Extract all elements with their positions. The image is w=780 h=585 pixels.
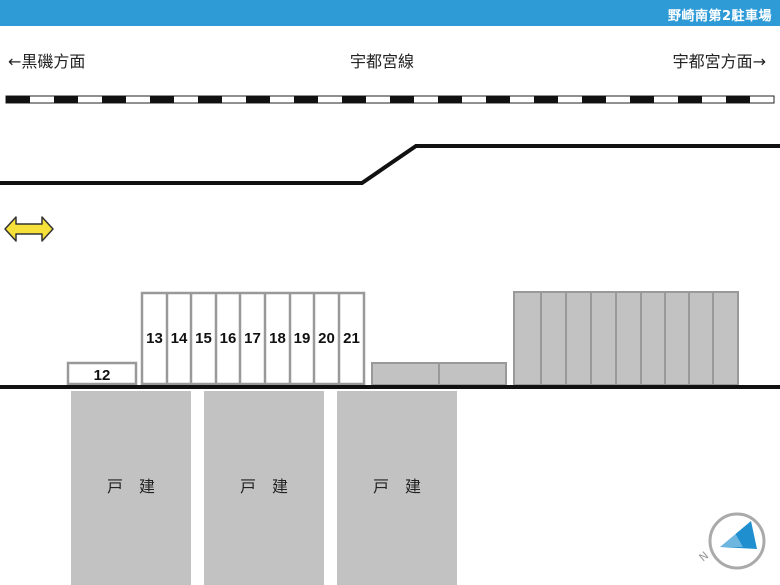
parking-space-label: 18 [269,330,286,347]
svg-text:N: N [697,549,712,564]
parking-space-label: 14 [171,330,188,347]
parking-space-label: 13 [146,330,163,347]
rail-dash [198,96,222,103]
parking-space-label: 12 [94,367,111,384]
rail-dash [294,96,318,103]
rail-dash [390,96,414,103]
parking-space-label: 17 [244,330,261,347]
gray-block-middle [371,362,507,386]
parking-spaces-13-21: 13 14 15 16 17 18 19 20 21 [140,291,366,386]
rail-dash [246,96,270,103]
direction-right-label: 宇都宮方面→ [672,52,766,71]
rail-dash [582,96,606,103]
compass-north-icon: N [697,512,766,570]
detached-house-3: 戸 建 [337,391,457,585]
rail-dash [6,96,30,103]
parking-space-label: 16 [220,330,237,347]
rail-dash [486,96,510,103]
rail-dash [678,96,702,103]
detached-house-2: 戸 建 [204,391,324,585]
parking-space-label: 21 [343,330,360,347]
rail-dash [150,96,174,103]
rail-dash [534,96,558,103]
detached-house-1: 戸 建 [71,391,191,585]
double-arrow-icon [4,216,54,242]
house-label: 戸 建 [240,477,288,496]
road-boundary-line [0,144,780,185]
rail-dash [438,96,462,103]
parking-lot-title: 野崎南第2駐車場 [667,9,772,24]
rail-dash [54,96,78,103]
parking-space-label: 19 [294,330,311,347]
railway-track [5,95,775,104]
rail-dash [630,96,654,103]
house-label: 戸 建 [107,477,155,496]
header-bar: 野崎南第2駐車場 [0,0,780,26]
rail-dash [726,96,750,103]
railway-line-label: 宇都宮線 [350,52,415,71]
rail-dash [342,96,366,103]
gray-block-right [513,291,739,386]
parking-space-label: 20 [318,330,335,347]
rail-dash [102,96,126,103]
house-label: 戸 建 [373,477,421,496]
parking-space-12: 12 [66,361,138,386]
parking-space-label: 15 [195,330,212,347]
direction-left-label: ←黒磯方面 [8,52,86,71]
